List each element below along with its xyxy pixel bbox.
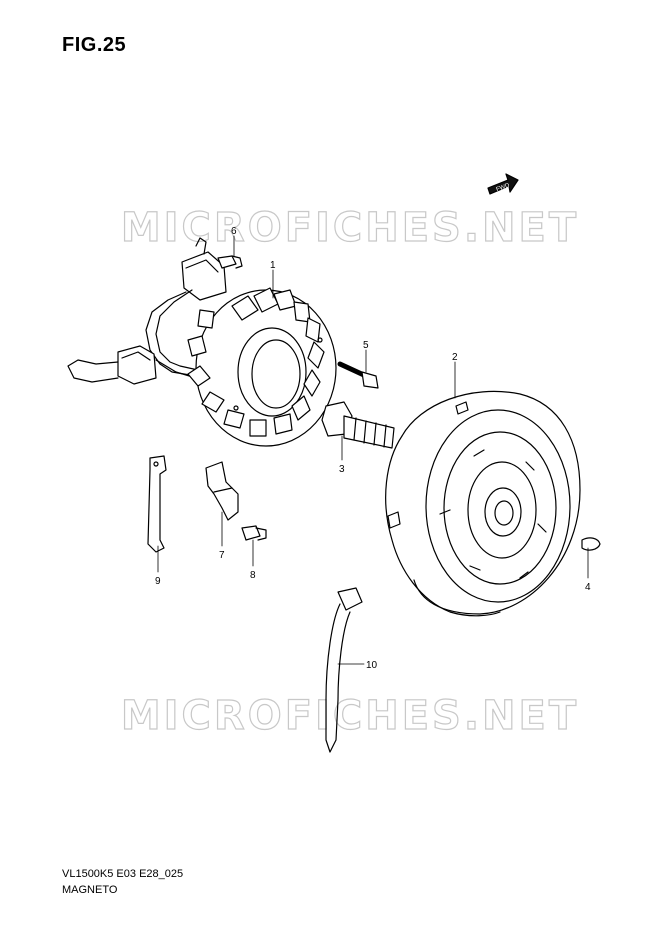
callout-6: 6 [231,226,237,237]
callout-3: 3 [339,464,345,475]
callout-7: 7 [219,550,225,561]
figure-code: VL1500K5 E03 E28_025 [62,868,184,880]
rotor-flywheel [385,390,581,617]
callout-2: 2 [452,352,458,363]
key-4 [581,537,601,551]
bolt-8 [241,525,267,541]
wire-harness [67,237,227,385]
callout-9: 9 [155,576,161,587]
callout-1: 1 [270,260,276,271]
bolt-3 [321,401,395,449]
watermark-bottom: MICROFICHES.NET [120,692,580,739]
fwd-arrow-icon [487,173,519,195]
bolt-5 [337,361,379,389]
cable-tie-10 [325,587,363,753]
figure-title: FIG.25 [62,34,127,56]
bracket-7 [205,461,239,521]
fwd-label: FWD [496,183,512,194]
clamp-9 [147,455,167,553]
callout-10: 10 [366,660,378,671]
callout-8: 8 [250,570,256,581]
watermark-top: MICROFICHES.NET [120,204,580,251]
callout-5: 5 [363,340,369,351]
stator-coil [187,287,337,447]
figure-name: MAGNETO [62,884,118,896]
bolt-6 [217,255,243,269]
callout-4: 4 [585,582,591,593]
